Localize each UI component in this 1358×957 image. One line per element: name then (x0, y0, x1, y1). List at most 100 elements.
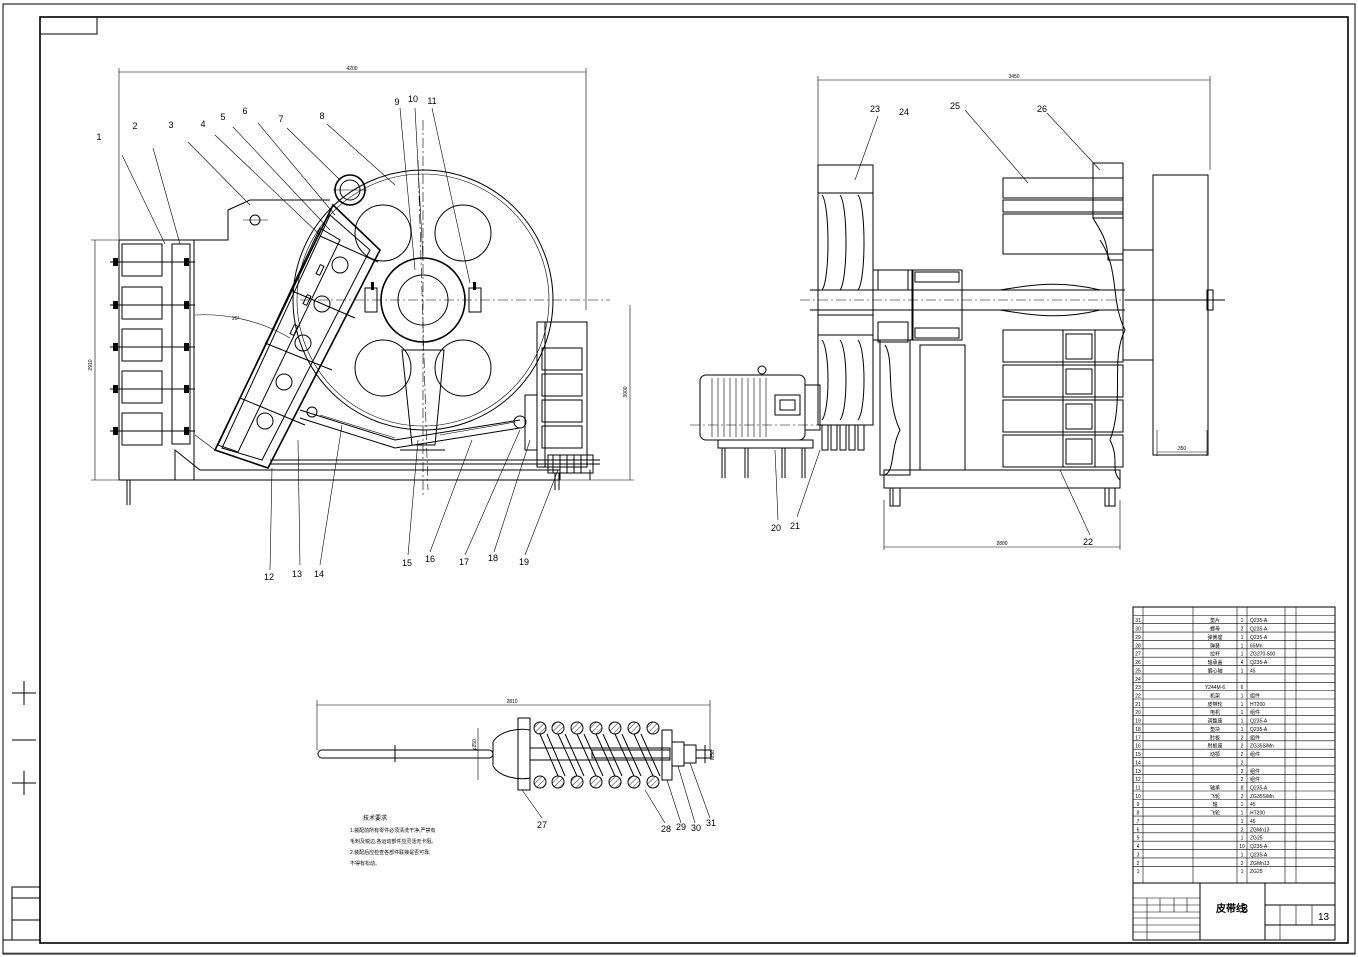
label-31: 31 (706, 818, 716, 828)
bom-cell-qty: 1 (1241, 652, 1244, 658)
outer-frame (2, 3, 1356, 955)
bom-cell-material: Q235-A (1250, 719, 1268, 725)
bom-cell-material: Q235-A (1250, 618, 1268, 624)
binding-table (11, 886, 41, 941)
label-26: 26 (1037, 104, 1047, 114)
bom-cell-name: 垫片 (1210, 617, 1220, 624)
bom-cell-no: 18 (1135, 727, 1141, 733)
notes-line-1: 1.装配前所有零件必须清洗干净,严禁有 (350, 827, 436, 834)
bom-cell-qty: 1 (1241, 668, 1244, 674)
bom-cell-material: ZGMn13 (1250, 827, 1270, 833)
bom-cell-name: 偏心轴 (1207, 667, 1222, 674)
bom-cell-name: 拉杆 (1210, 651, 1220, 658)
dim-base-right: 2800 (996, 541, 1007, 547)
bom-cell-name: 弹簧座 (1207, 634, 1222, 641)
label-24: 24 (899, 107, 909, 117)
label-9: 9 (394, 97, 399, 107)
bom-cell-qty: 2 (1241, 827, 1244, 833)
bom-cell-material: 组件 (1250, 776, 1260, 783)
bom-cell-material: 45 (1250, 802, 1256, 808)
left-view-labels: 1 2 3 4 5 6 7 8 9 10 11 12 13 14 15 16 1… (96, 94, 529, 582)
bom-cell-name: 肘板 (1210, 734, 1220, 741)
bom-cell-material: HT200 (1250, 811, 1265, 817)
label-12: 12 (264, 572, 274, 582)
label-4: 4 (200, 119, 205, 129)
bom-cell-no: 13 (1135, 769, 1141, 775)
drawing-title: 皮带线 (1215, 902, 1246, 915)
dim-spring-end: M50 (710, 750, 716, 760)
bom-cell-qty: 1 (1241, 702, 1244, 708)
notes-line-3: 2.装配后应检查各部件联接是否可靠, (350, 849, 431, 856)
bom-cell-material: Q235-A (1250, 844, 1268, 850)
label-18: 18 (488, 553, 498, 563)
bom-cell-no: 16 (1135, 744, 1141, 750)
bom-cell-qty: 2 (1241, 760, 1244, 766)
bom-cell-no: 7 (1137, 819, 1140, 825)
bom-cell-qty: 2 (1241, 777, 1244, 783)
bom-cell-material: 组件 (1250, 768, 1260, 775)
bom-cell-qty: 1 (1241, 802, 1244, 808)
label-3: 3 (168, 120, 173, 130)
bom-cell-no: 3 (1137, 852, 1140, 858)
label-13: 13 (292, 569, 302, 579)
label-28: 28 (661, 824, 671, 834)
bom-cell-qty: 1 (1241, 836, 1244, 842)
label-5: 5 (220, 112, 225, 122)
bom-cell-no: 26 (1135, 660, 1141, 666)
bom-cell-qty: 1 (1241, 869, 1244, 875)
drawing-code-box (39, 16, 98, 35)
bom-cell-material: ZG35SiMn (1250, 794, 1274, 800)
label-8: 8 (319, 111, 324, 121)
bom-cell-qty: 2 (1241, 627, 1244, 633)
label-14: 14 (314, 569, 324, 579)
bom-cell-qty: 1 (1241, 618, 1244, 624)
label-15: 15 (402, 558, 412, 568)
dim-spring-dia: φ250 (472, 739, 478, 751)
bom-cell-no: 21 (1135, 702, 1141, 708)
bom-cell-no: 5 (1137, 836, 1140, 842)
label-29: 29 (676, 822, 686, 832)
spring-view-labels: 27 28 29 30 31 (537, 818, 716, 834)
right-view-labels: 20 21 22 23 24 25 26 (771, 101, 1093, 547)
bom-cell-name: Y244M-6 (1205, 685, 1226, 691)
bom-cell-material: 45 (1250, 668, 1256, 674)
bom-cell-material: ZG25 (1250, 869, 1263, 875)
bom-cell-material: ZGMn13 (1250, 861, 1270, 867)
bom-cell-material: 组件 (1250, 751, 1260, 758)
jaw-crusher-side-view: 4200 2910 3000 (88, 66, 634, 571)
bom-cell-no: 15 (1135, 752, 1141, 758)
technical-notes: 技术要求 1.装配前所有零件必须清洗干净,严禁有 毛刺及锐边,各运动部件应灵活无… (350, 814, 436, 867)
bom-cell-material: Q235-A (1250, 852, 1268, 858)
dim-side-right: 350 (1178, 446, 1187, 452)
bom-cell-name: 轴承 (1210, 785, 1220, 792)
bom-cell-qty: 1 (1241, 819, 1244, 825)
notes-line-4: 不得有松动。 (350, 860, 380, 867)
label-10: 10 (408, 94, 418, 104)
label-7: 7 (278, 114, 283, 124)
bom-cell-name: 动颚 (1210, 751, 1220, 758)
dim-height-right: 3000 (623, 386, 629, 397)
bom-cell-no: 30 (1135, 627, 1141, 633)
bom-cell-name: 螺母 (1210, 626, 1220, 633)
bom-cell-no: 12 (1135, 777, 1141, 783)
bom-cell-qty: 1 (1241, 811, 1244, 817)
label-30: 30 (691, 823, 701, 833)
bom-cell-material: 45 (1250, 819, 1256, 825)
bom-cell-no: 1 (1137, 869, 1140, 875)
bom-cell-material: HT200 (1250, 702, 1265, 708)
bom-cell-material: Q235-A (1250, 627, 1268, 633)
bom-cell-no: 17 (1135, 735, 1141, 741)
bom-cell-qty: 4 (1241, 660, 1244, 666)
bom-cell-qty: 2 (1241, 769, 1244, 775)
bom-cell-name: 肘板座 (1207, 743, 1222, 750)
notes-heading: 技术要求 (363, 814, 387, 822)
bom-cell-name: 飞轮 (1210, 810, 1220, 817)
bom-cell-no: 19 (1135, 719, 1141, 725)
dim-width-left: 4200 (346, 66, 357, 72)
bom-cell-no: 2 (1137, 861, 1140, 867)
dim-spring-length: 2810 (506, 699, 517, 705)
bom-cell-name: 轴 (1212, 801, 1217, 808)
label-20: 20 (771, 523, 781, 533)
